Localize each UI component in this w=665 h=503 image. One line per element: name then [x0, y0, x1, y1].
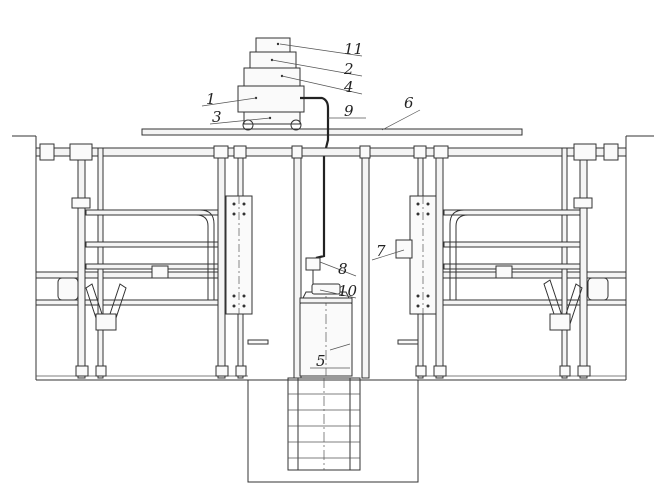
pit-stairs: [247, 377, 419, 483]
floor-lines: [12, 135, 654, 381]
callout-10: 10: [338, 282, 358, 300]
post-feet: [75, 365, 591, 377]
hose: [300, 96, 330, 260]
callout-4: 4: [343, 78, 354, 96]
callout-6: 6: [404, 94, 414, 112]
callout-8: 8: [338, 260, 348, 278]
control-box-7: [395, 239, 413, 259]
left-gate: [57, 195, 269, 345]
callout-1: 1: [206, 90, 216, 108]
callout-11: 11: [344, 40, 363, 58]
callout-7: 7: [376, 242, 386, 260]
joints: [39, 143, 619, 209]
carriage-unit: [237, 37, 305, 131]
leader-lines: [201, 43, 421, 369]
callout-2: 2: [343, 60, 354, 78]
milk-can: [299, 257, 353, 377]
overhead-rail: [141, 128, 523, 136]
callout-5: 5: [316, 352, 326, 370]
main-pipe: [35, 147, 627, 306]
callout-9: 9: [344, 102, 354, 120]
callouts: 11 2 4 1 9 6 3 7 8 10 5: [206, 40, 414, 370]
right-gate: [395, 195, 609, 345]
callout-3: 3: [212, 108, 222, 126]
